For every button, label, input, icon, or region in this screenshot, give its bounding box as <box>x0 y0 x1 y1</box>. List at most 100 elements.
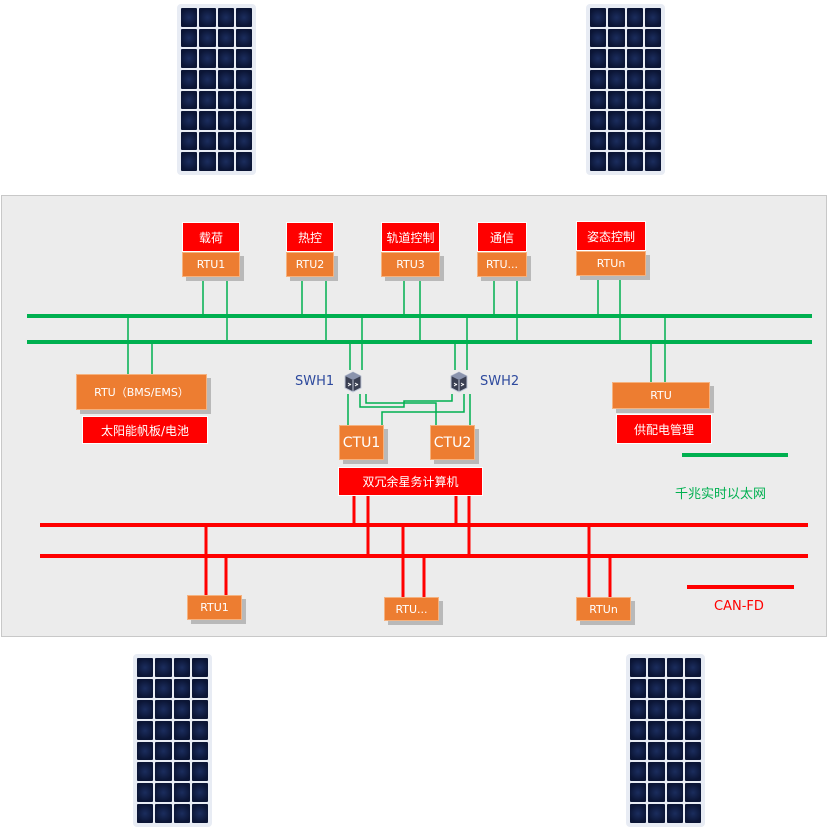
power-management-box: 供配电管理 <box>616 414 712 444</box>
solar-cell <box>235 131 252 151</box>
solar-panel-bottom-left <box>133 654 212 827</box>
solar-battery-box: 太阳能帆板/电池 <box>82 416 208 444</box>
solar-cell <box>684 783 701 803</box>
solar-cell <box>181 152 198 171</box>
solar-cell <box>644 49 661 68</box>
solar-cell <box>191 658 208 677</box>
solar-cell <box>199 131 216 151</box>
solar-cell <box>590 111 607 130</box>
orbit-control-box: 轨道控制 <box>381 222 440 252</box>
solar-cell <box>684 762 701 782</box>
solar-cell <box>217 90 234 110</box>
solar-cell <box>137 783 154 803</box>
solar-cell <box>666 804 683 823</box>
solar-cell <box>191 678 208 698</box>
switch-icon-swh1 <box>344 371 362 393</box>
solar-cell <box>590 152 607 171</box>
solar-cell <box>181 131 198 151</box>
solar-cell <box>590 8 607 27</box>
solar-cell <box>137 741 154 761</box>
solar-cell <box>666 658 683 677</box>
solar-cell <box>684 741 701 761</box>
solar-cell <box>626 49 643 68</box>
solar-cell <box>181 90 198 110</box>
attitude-control-box: 姿态控制 <box>576 221 646 251</box>
solar-cell <box>191 762 208 782</box>
solar-cell <box>644 111 661 130</box>
solar-cell <box>684 804 701 823</box>
rtu-can-n: RTUn <box>576 597 631 621</box>
solar-cell <box>590 131 607 151</box>
solar-cell <box>217 49 234 68</box>
solar-panel-bottom-right <box>626 654 705 827</box>
rtu-thermal: RTU2 <box>286 252 334 277</box>
solar-cell <box>235 69 252 89</box>
solar-cell <box>648 783 665 803</box>
solar-cell <box>155 699 172 719</box>
swh1-label: SWH1 <box>295 374 335 389</box>
rtu-orbit: RTU3 <box>381 252 440 277</box>
solar-cell <box>630 720 647 740</box>
solar-cell <box>181 49 198 68</box>
solar-cell <box>608 111 625 130</box>
solar-cell <box>199 152 216 171</box>
solar-cell <box>199 69 216 89</box>
solar-cell <box>173 741 190 761</box>
solar-cell <box>684 678 701 698</box>
solar-cell <box>137 678 154 698</box>
solar-cell <box>590 69 607 89</box>
ethernet-drops <box>127 278 666 425</box>
solar-cell <box>199 8 216 27</box>
solar-cell <box>608 49 625 68</box>
solar-cell <box>191 741 208 761</box>
solar-cell <box>155 783 172 803</box>
solar-cell <box>173 783 190 803</box>
solar-cell <box>137 699 154 719</box>
solar-cell <box>173 699 190 719</box>
solar-cell <box>630 741 647 761</box>
solar-panel-top-left <box>177 4 256 175</box>
solar-cell <box>626 111 643 130</box>
comm-box: 通信 <box>477 222 527 252</box>
solar-cell <box>235 8 252 27</box>
solar-cell <box>684 720 701 740</box>
solar-cell <box>235 90 252 110</box>
swh2-label: SWH2 <box>480 374 520 389</box>
solar-cell <box>666 741 683 761</box>
solar-cell <box>235 28 252 48</box>
solar-cell <box>626 28 643 48</box>
solar-cell <box>608 28 625 48</box>
solar-cell <box>608 69 625 89</box>
solar-cell <box>191 720 208 740</box>
solar-cell <box>199 111 216 130</box>
solar-cell <box>626 8 643 27</box>
solar-cell <box>626 131 643 151</box>
rtu-attitude: RTUn <box>576 251 646 276</box>
solar-cell <box>630 658 647 677</box>
solar-cell <box>648 804 665 823</box>
solar-cell <box>191 804 208 823</box>
canfd-legend-label: CAN-FD <box>714 599 764 614</box>
solar-cell <box>191 699 208 719</box>
canfd-drops <box>204 496 612 597</box>
solar-cell <box>217 152 234 171</box>
solar-cell <box>199 90 216 110</box>
solar-cell <box>137 658 154 677</box>
solar-cell <box>626 152 643 171</box>
solar-panel-top-right <box>586 4 665 175</box>
solar-cell <box>217 111 234 130</box>
solar-cell <box>644 131 661 151</box>
solar-cell <box>590 90 607 110</box>
solar-cell <box>608 8 625 27</box>
thermal-box: 热控 <box>286 222 334 252</box>
solar-cell <box>235 152 252 171</box>
solar-cell <box>199 49 216 68</box>
solar-cell <box>644 8 661 27</box>
solar-cell <box>644 69 661 89</box>
switch-icon-swh2 <box>450 371 468 393</box>
ctu2-box: CTU2 <box>430 425 475 460</box>
solar-cell <box>666 720 683 740</box>
solar-cell <box>155 678 172 698</box>
solar-cell <box>630 804 647 823</box>
solar-cell <box>181 28 198 48</box>
